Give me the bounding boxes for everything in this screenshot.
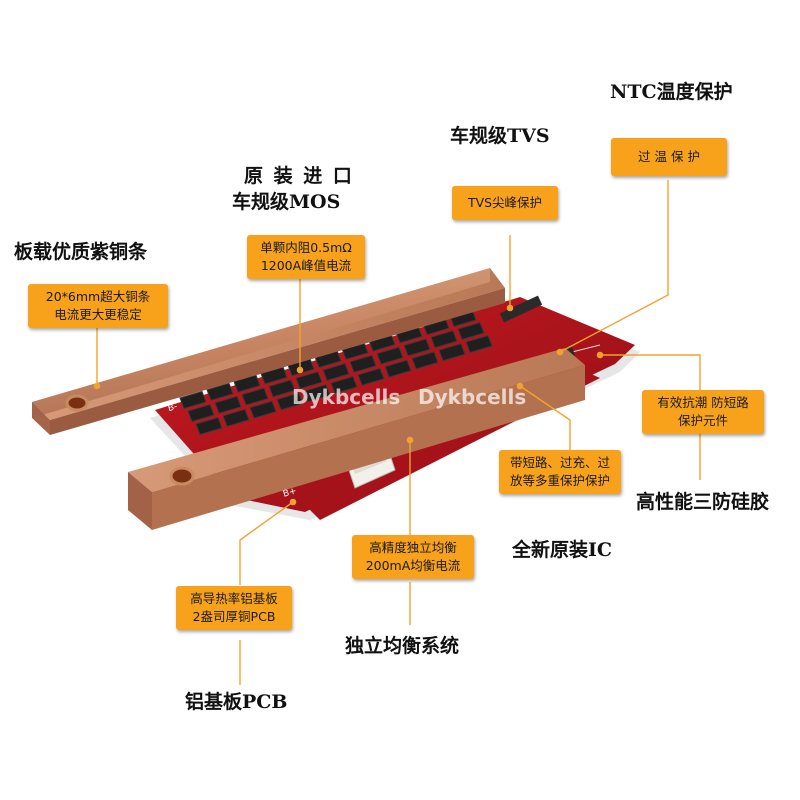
watermark-2: Dykbcells <box>418 385 527 409</box>
mos-chip <box>276 392 304 411</box>
leader-ntc <box>559 180 669 353</box>
mos-chip <box>457 321 485 341</box>
mos-chip <box>330 375 358 395</box>
mos-chip <box>303 384 331 403</box>
mos-chip <box>268 379 296 398</box>
mos-chip <box>430 330 458 349</box>
title-pcb: 铝基板PCB <box>185 691 288 713</box>
mos-chip <box>322 362 350 382</box>
copper-bar-hole <box>65 394 89 412</box>
title-mos-line1: 原 装 进 口 <box>244 165 354 187</box>
watermark-1: Dykbcells <box>292 385 401 409</box>
mos-chip <box>295 371 323 390</box>
mos-chip <box>384 359 412 378</box>
mos-chip <box>249 400 277 419</box>
mos-chip <box>411 351 439 370</box>
leader-ic <box>519 385 571 450</box>
title-tvs: 车规级TVS <box>450 125 550 147</box>
callout-silicone: 有效抗潮 防短路保护元件 <box>642 390 764 434</box>
title-ntc: NTC温度保护 <box>610 81 733 103</box>
mos-chip <box>187 403 215 423</box>
title-balance: 独立均衡系统 <box>345 635 460 657</box>
mos-chip <box>195 416 223 436</box>
callout-ntc: 过 温 保 护 <box>611 138 727 176</box>
mos-chip <box>179 390 207 410</box>
mos-chip <box>438 343 466 362</box>
copper-bar-bottom <box>128 348 585 492</box>
callout-tvs: TVS尖峰保护 <box>452 186 558 220</box>
mos-chip <box>241 387 269 406</box>
title-copper-bar: 板载优质紫铜条 <box>14 241 148 263</box>
title-mos-line2: 车规级MOS <box>232 191 341 213</box>
mos-chip <box>214 395 242 414</box>
mos-chip <box>376 346 404 365</box>
mos-chip <box>357 367 385 386</box>
mos-chip <box>206 382 234 401</box>
leader-pcb <box>239 501 294 585</box>
mos-chip <box>465 334 493 354</box>
mos-chip <box>403 338 431 357</box>
title-silicone: 高性能三防硅胶 <box>636 491 770 513</box>
callout-copper-bar: 20*6mm超大铜条电流更大更稳定 <box>28 284 168 328</box>
mos-chip <box>349 354 377 373</box>
tvs-diode <box>499 295 543 323</box>
callout-ic: 带短路、过充、过放等多重保护保护 <box>499 450 621 494</box>
title-ic: 全新原装IC <box>512 539 613 561</box>
mos-chip <box>222 408 250 427</box>
leader-silicone <box>600 354 701 390</box>
